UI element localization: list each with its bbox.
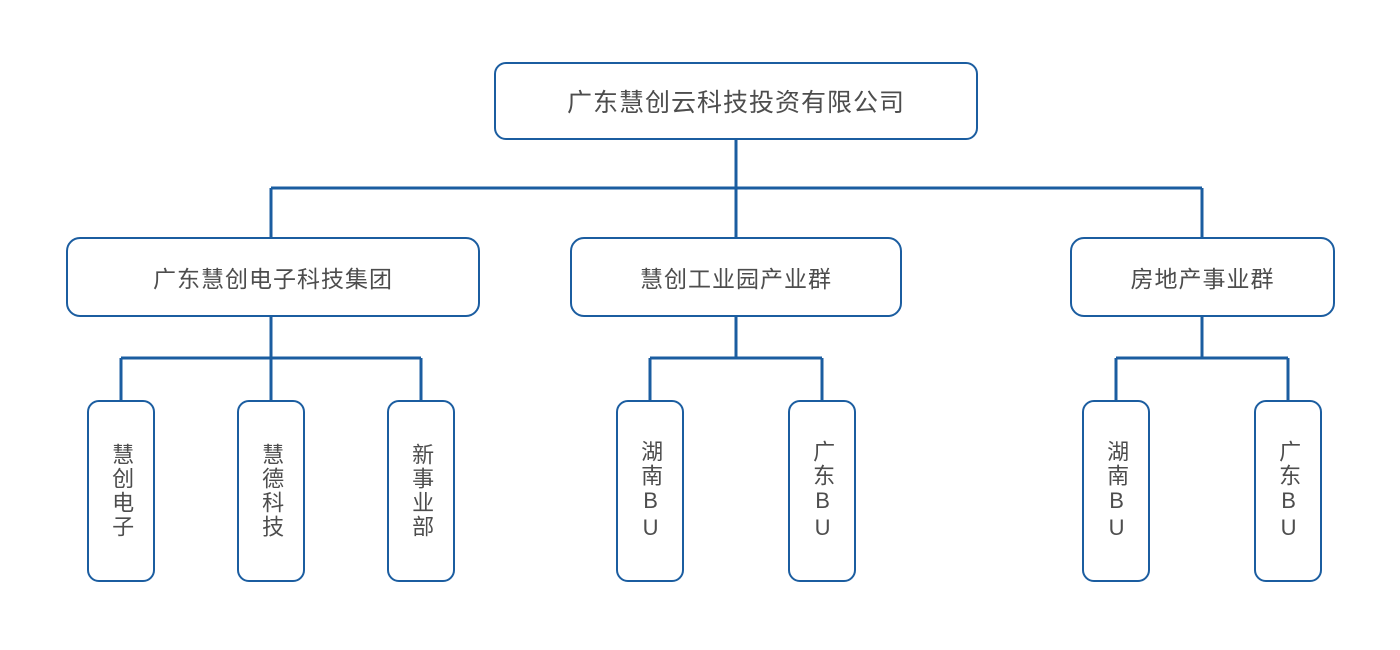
node-root-label: 广东慧创云科技投资有限公司 — [566, 89, 905, 117]
node-leaf-huichuang-electronics-label: 慧创电子 — [109, 443, 135, 539]
node-leaf-park-hunan-bu[interactable]: 湖南BU — [616, 400, 684, 582]
node-group-electronics[interactable]: 广东慧创电子科技集团 — [66, 237, 480, 317]
node-group-real-estate-label: 房地产事业群 — [1130, 266, 1275, 292]
node-leaf-huide-technology[interactable]: 慧德科技 — [237, 400, 305, 582]
node-leaf-huichuang-electronics[interactable]: 慧创电子 — [87, 400, 155, 582]
node-root[interactable]: 广东慧创云科技投资有限公司 — [494, 62, 978, 140]
node-leaf-realestate-guangdong-bu[interactable]: 广东BU — [1254, 400, 1322, 582]
node-group-industrial-park[interactable]: 慧创工业园产业群 — [570, 237, 902, 317]
node-leaf-realestate-guangdong-bu-label: 广东BU — [1276, 440, 1302, 542]
node-leaf-huide-technology-label: 慧德科技 — [259, 443, 285, 539]
node-leaf-realestate-hunan-bu[interactable]: 湖南BU — [1082, 400, 1150, 582]
node-leaf-park-hunan-bu-label: 湖南BU — [638, 440, 664, 542]
node-group-industrial-park-label: 慧创工业园产业群 — [640, 266, 832, 292]
node-leaf-park-guangdong-bu[interactable]: 广东BU — [788, 400, 856, 582]
node-group-electronics-label: 广东慧创电子科技集团 — [153, 266, 393, 292]
node-leaf-new-business-unit-label: 新事业部 — [409, 443, 435, 539]
node-leaf-park-guangdong-bu-label: 广东BU — [810, 440, 836, 542]
node-leaf-realestate-hunan-bu-label: 湖南BU — [1104, 440, 1130, 542]
node-leaf-new-business-unit[interactable]: 新事业部 — [387, 400, 455, 582]
node-group-real-estate[interactable]: 房地产事业群 — [1070, 237, 1335, 317]
